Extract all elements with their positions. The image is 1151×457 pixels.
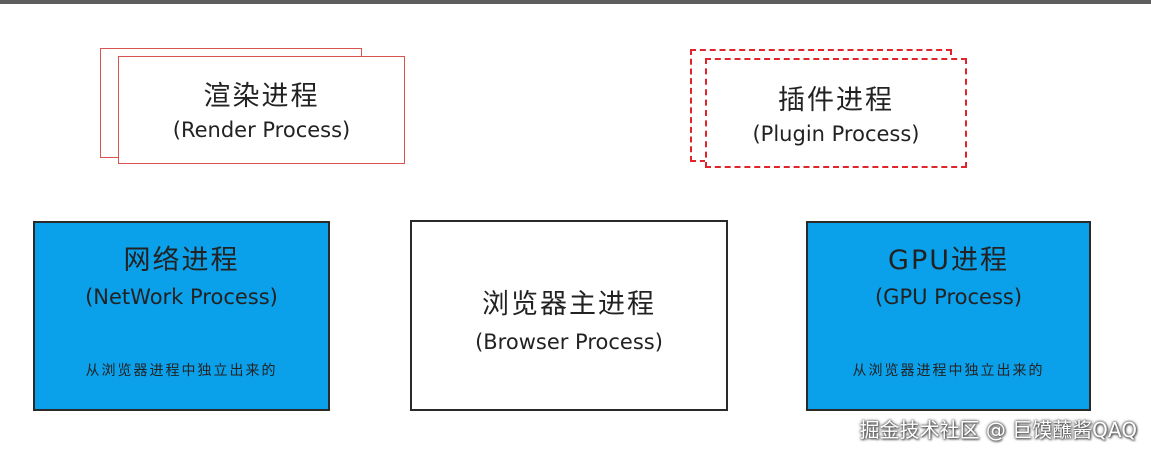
network-process-title: 网络进程 bbox=[123, 245, 240, 276]
gpu-process-subtitle: (GPU Process) bbox=[874, 285, 1023, 309]
network-process-subtitle: (NetWork Process) bbox=[85, 285, 278, 309]
plugin-process-box: 插件进程 (Plugin Process) bbox=[705, 58, 967, 168]
network-process-box: 网络进程 (NetWork Process) 从浏览器进程中独立出来的 bbox=[33, 221, 330, 411]
gpu-process-note: 从浏览器进程中独立出来的 bbox=[852, 363, 1045, 379]
browser-process-title: 浏览器主进程 bbox=[482, 289, 656, 320]
plugin-process-title: 插件进程 bbox=[778, 85, 894, 116]
gpu-process-box: GPU进程 (GPU Process) 从浏览器进程中独立出来的 bbox=[806, 221, 1091, 411]
top-divider bbox=[0, 0, 1151, 4]
render-process-subtitle: (Render Process) bbox=[172, 118, 351, 142]
plugin-process-subtitle: (Plugin Process) bbox=[752, 122, 920, 146]
watermark: 掘金技术社区 @ 巨馍蘸酱QAQ bbox=[859, 418, 1137, 442]
network-process-note: 从浏览器进程中独立出来的 bbox=[85, 363, 278, 379]
render-process-box: 渲染进程 (Render Process) bbox=[118, 56, 405, 164]
browser-process-subtitle: (Browser Process) bbox=[475, 330, 663, 354]
browser-process-box: 浏览器主进程 (Browser Process) bbox=[410, 220, 728, 411]
render-process-title: 渲染进程 bbox=[203, 81, 320, 112]
gpu-process-title: GPU进程 bbox=[888, 245, 1009, 276]
